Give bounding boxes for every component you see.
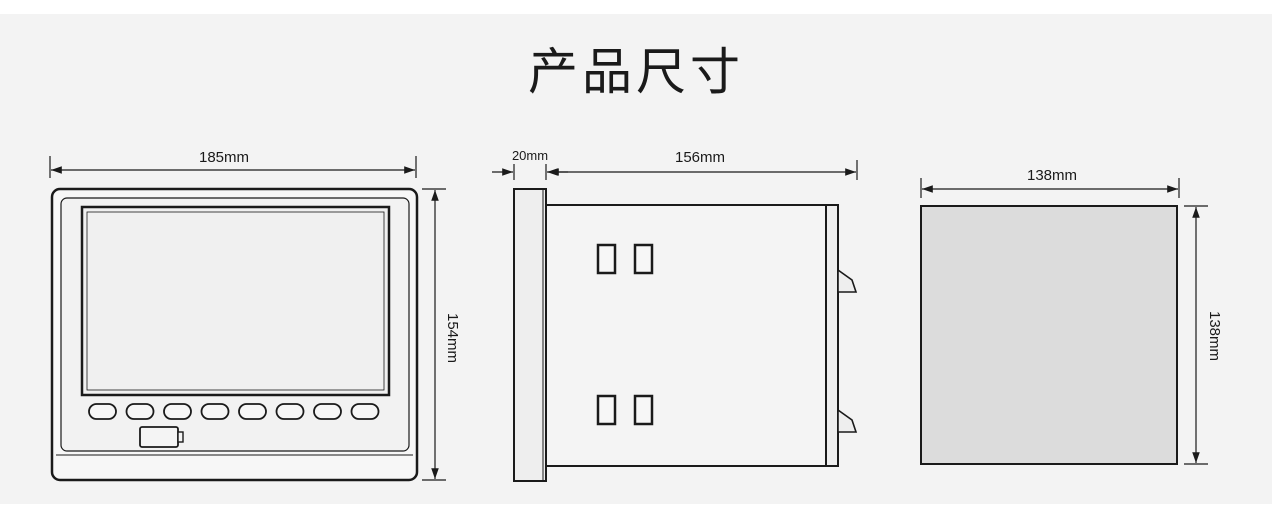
- mounting-clip: [633, 243, 654, 275]
- panel-cutout: [920, 205, 1178, 465]
- front-screen-inner: [86, 211, 385, 391]
- bezel-depth-label: 20mm: [512, 148, 548, 163]
- rear-connector-bottom: [837, 408, 858, 433]
- front-panel-button: [238, 403, 267, 420]
- front-panel-button: [163, 403, 192, 420]
- front-panel-button: [88, 403, 117, 420]
- page-title: 产品尺寸: [528, 43, 744, 101]
- side-view: 20mm 156mm: [492, 148, 858, 482]
- body-depth-label: 156mm: [675, 149, 725, 166]
- rear-connector-top: [837, 268, 858, 293]
- front-width-label: 185mm: [199, 149, 249, 166]
- front-panel-button: [275, 403, 305, 420]
- mounting-clip: [596, 394, 617, 426]
- cutout-width-label: 138mm: [1027, 167, 1077, 184]
- mounting-clip: [633, 394, 654, 426]
- side-body: [545, 204, 827, 467]
- cutout-view: 138mm 138mm: [920, 167, 1223, 465]
- side-rear-plate: [825, 204, 839, 467]
- front-panel-button: [350, 403, 380, 420]
- front-panel-button: [125, 403, 155, 420]
- usb-port-icon: [139, 426, 184, 448]
- front-view: 185mm 154mm: [49, 149, 461, 482]
- front-panel-button: [200, 403, 230, 420]
- side-bezel: [513, 188, 547, 482]
- front-screen: [80, 205, 391, 397]
- front-button-row: [88, 403, 380, 420]
- mounting-clip: [596, 243, 617, 275]
- front-height-label: 154mm: [444, 313, 461, 363]
- front-panel-button: [313, 403, 342, 420]
- cutout-height-label: 138mm: [1206, 311, 1223, 361]
